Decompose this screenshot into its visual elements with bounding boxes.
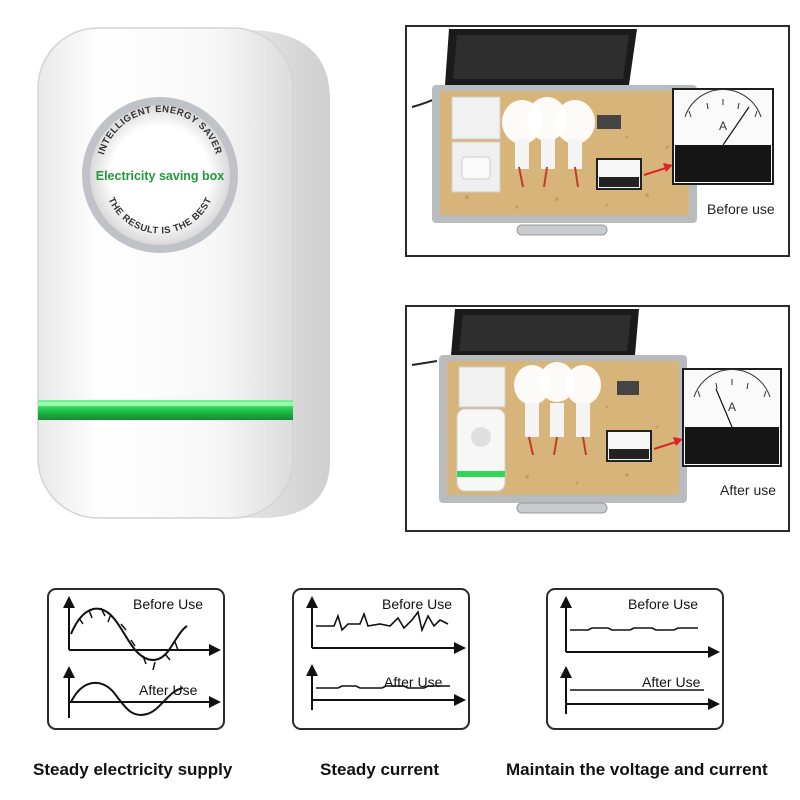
comparison-photo-after: A After use xyxy=(405,305,790,532)
panel-electricity-supply: Before Use After Use xyxy=(47,588,225,730)
after-use-label: After use xyxy=(720,482,777,498)
after-use-text: After Use xyxy=(384,674,443,690)
after-use-text: After Use xyxy=(139,682,198,698)
before-use-label: Before use xyxy=(707,201,775,217)
svg-text:A: A xyxy=(728,400,736,414)
badge-main-text: Electricity saving box xyxy=(96,169,225,183)
after-use-text: After Use xyxy=(642,674,701,690)
caption-voltage-current: Maintain the voltage and current xyxy=(506,760,768,779)
before-use-text: Before Use xyxy=(133,596,204,612)
before-use-text: Before Use xyxy=(628,596,699,612)
panel-steady-current: Before Use After Use xyxy=(292,588,470,730)
before-use-text: Before Use xyxy=(382,596,453,612)
energy-saver-device: INTELLIGENT ENERGY SAVER THE RESULT IS T… xyxy=(30,20,350,520)
caption-steady-current: Steady current xyxy=(320,760,440,779)
comparison-photo-before: A Before use xyxy=(405,25,790,257)
svg-text:A: A xyxy=(719,119,727,133)
panel-voltage-current: Before Use After Use xyxy=(546,588,724,730)
caption-electricity-supply: Steady electricity supply xyxy=(33,760,233,779)
